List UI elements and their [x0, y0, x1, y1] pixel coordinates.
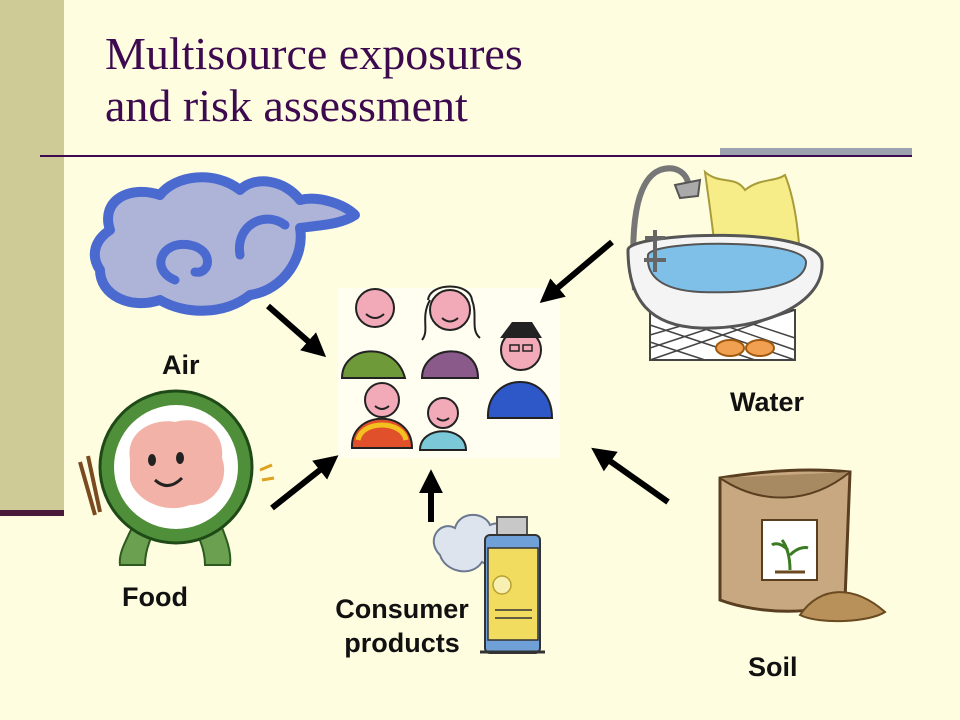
label-consumer-products: Consumer products — [322, 592, 482, 660]
label-water: Water — [730, 387, 805, 417]
sushi-food-icon — [78, 389, 275, 566]
arrow-soil — [591, 447, 670, 505]
left-sidebar-accent — [0, 510, 64, 516]
label-food: Food — [122, 582, 188, 612]
arrow-water — [539, 239, 614, 303]
air-cloud-icon — [89, 172, 360, 316]
label-air: Air — [162, 350, 200, 380]
bathtub-icon — [626, 165, 824, 361]
label-soil: Soil — [748, 652, 798, 682]
slide-title: Multisource exposures and risk assessmen… — [105, 28, 523, 132]
left-sidebar-bar — [0, 0, 64, 510]
title-line-2: and risk assessment — [105, 80, 468, 131]
label-consumer-line-1: Consumer — [335, 594, 469, 624]
label-consumer-line-2: products — [344, 628, 460, 658]
title-divider — [40, 155, 912, 157]
arrow-food — [270, 455, 339, 511]
people-group-icon — [338, 285, 560, 458]
title-line-1: Multisource exposures — [105, 28, 523, 79]
spray-can-icon — [432, 513, 545, 654]
arrow-air — [266, 303, 327, 358]
soil-bag-icon — [718, 468, 887, 623]
title-divider-accent — [720, 148, 912, 155]
